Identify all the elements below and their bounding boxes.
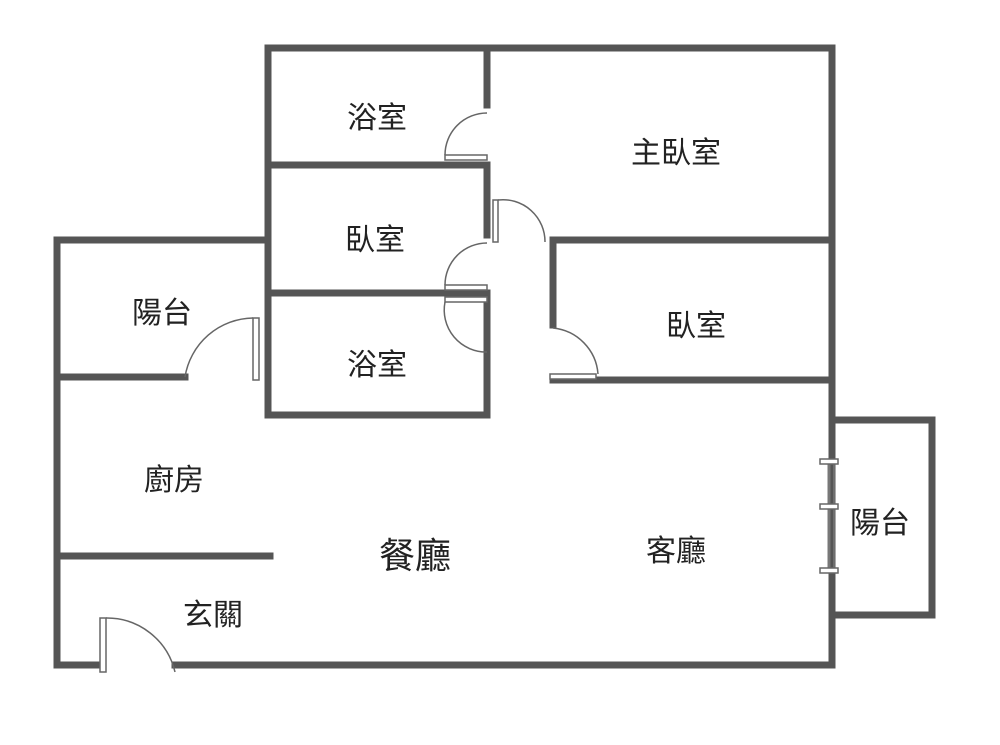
room-label-entrance: 玄關 xyxy=(183,598,243,633)
room-label-bath-top: 浴室 xyxy=(347,101,407,136)
room-label-balcony-right: 陽台 xyxy=(850,506,910,541)
room-label-living: 客廳 xyxy=(646,534,706,569)
door-bath-bottom xyxy=(444,296,488,303)
room-label-master-bedroom: 主臥室 xyxy=(631,136,721,171)
door-balcony-left xyxy=(252,317,260,381)
door-bedroom-left xyxy=(444,284,488,291)
walls xyxy=(53,44,936,669)
room-label-bath-bottom: 浴室 xyxy=(347,348,407,383)
room-label-bedroom-right: 臥室 xyxy=(666,309,726,344)
room-label-kitchen: 廚房 xyxy=(144,463,204,498)
room-label-dining: 餐廳 xyxy=(378,536,452,577)
door-master xyxy=(492,199,499,243)
room-label-balcony-left: 陽台 xyxy=(132,296,192,331)
door-bath-top xyxy=(444,154,488,161)
door-bedroom-right xyxy=(549,373,597,380)
sliding-door-balcony xyxy=(819,458,839,574)
doors xyxy=(99,112,839,673)
door-entrance xyxy=(99,617,107,673)
room-label-bedroom-left: 臥室 xyxy=(345,223,405,258)
